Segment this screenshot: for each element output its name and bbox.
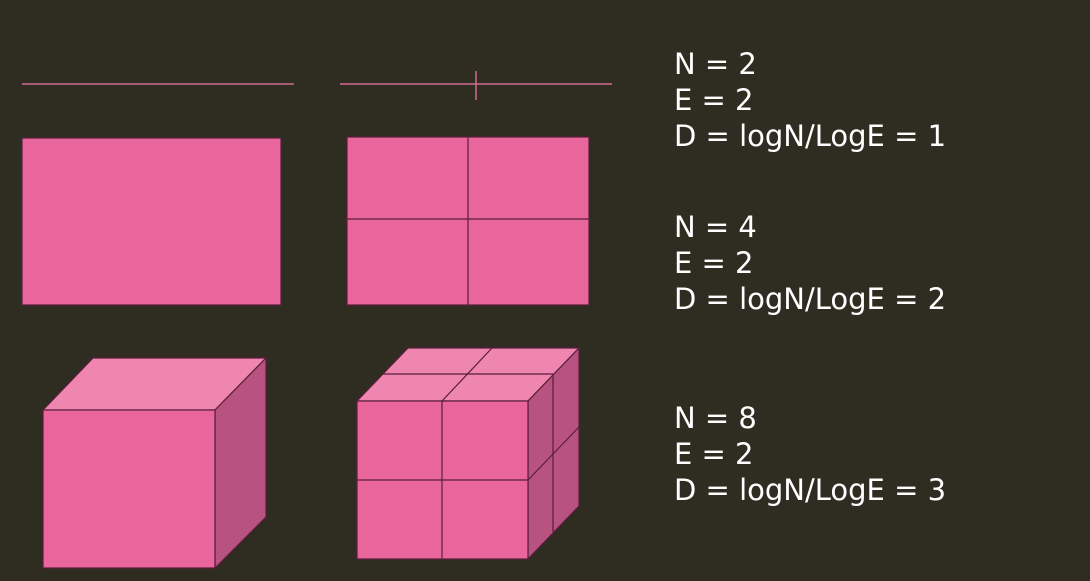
n-value-text: N = 4 [674, 210, 757, 244]
e-value-text: E = 2 [674, 437, 754, 471]
e-value-text: E = 2 [674, 83, 754, 117]
n-value-text: N = 8 [674, 401, 757, 435]
d-formula-text: D = logN/LogE = 3 [674, 473, 947, 507]
d-formula-text: D = logN/LogE = 2 [674, 282, 947, 316]
d-formula-text: D = logN/LogE = 1 [674, 119, 947, 153]
equation-block-1d: N = 2 E = 2 D = logN/LogE = 1 [674, 46, 946, 154]
square-whole [21, 137, 282, 306]
cube-front-face [42, 409, 216, 569]
square-quartered [346, 136, 590, 306]
e-value-text: E = 2 [674, 246, 754, 280]
cube-whole [41, 356, 268, 570]
line-segment-halved [340, 71, 612, 100]
equation-block-2d: N = 4 E = 2 D = logN/LogE = 2 [674, 209, 946, 317]
equation-block-3d: N = 8 E = 2 D = logN/LogE = 3 [674, 400, 946, 508]
n-value-text: N = 2 [674, 47, 757, 81]
cube-octants [355, 346, 581, 561]
